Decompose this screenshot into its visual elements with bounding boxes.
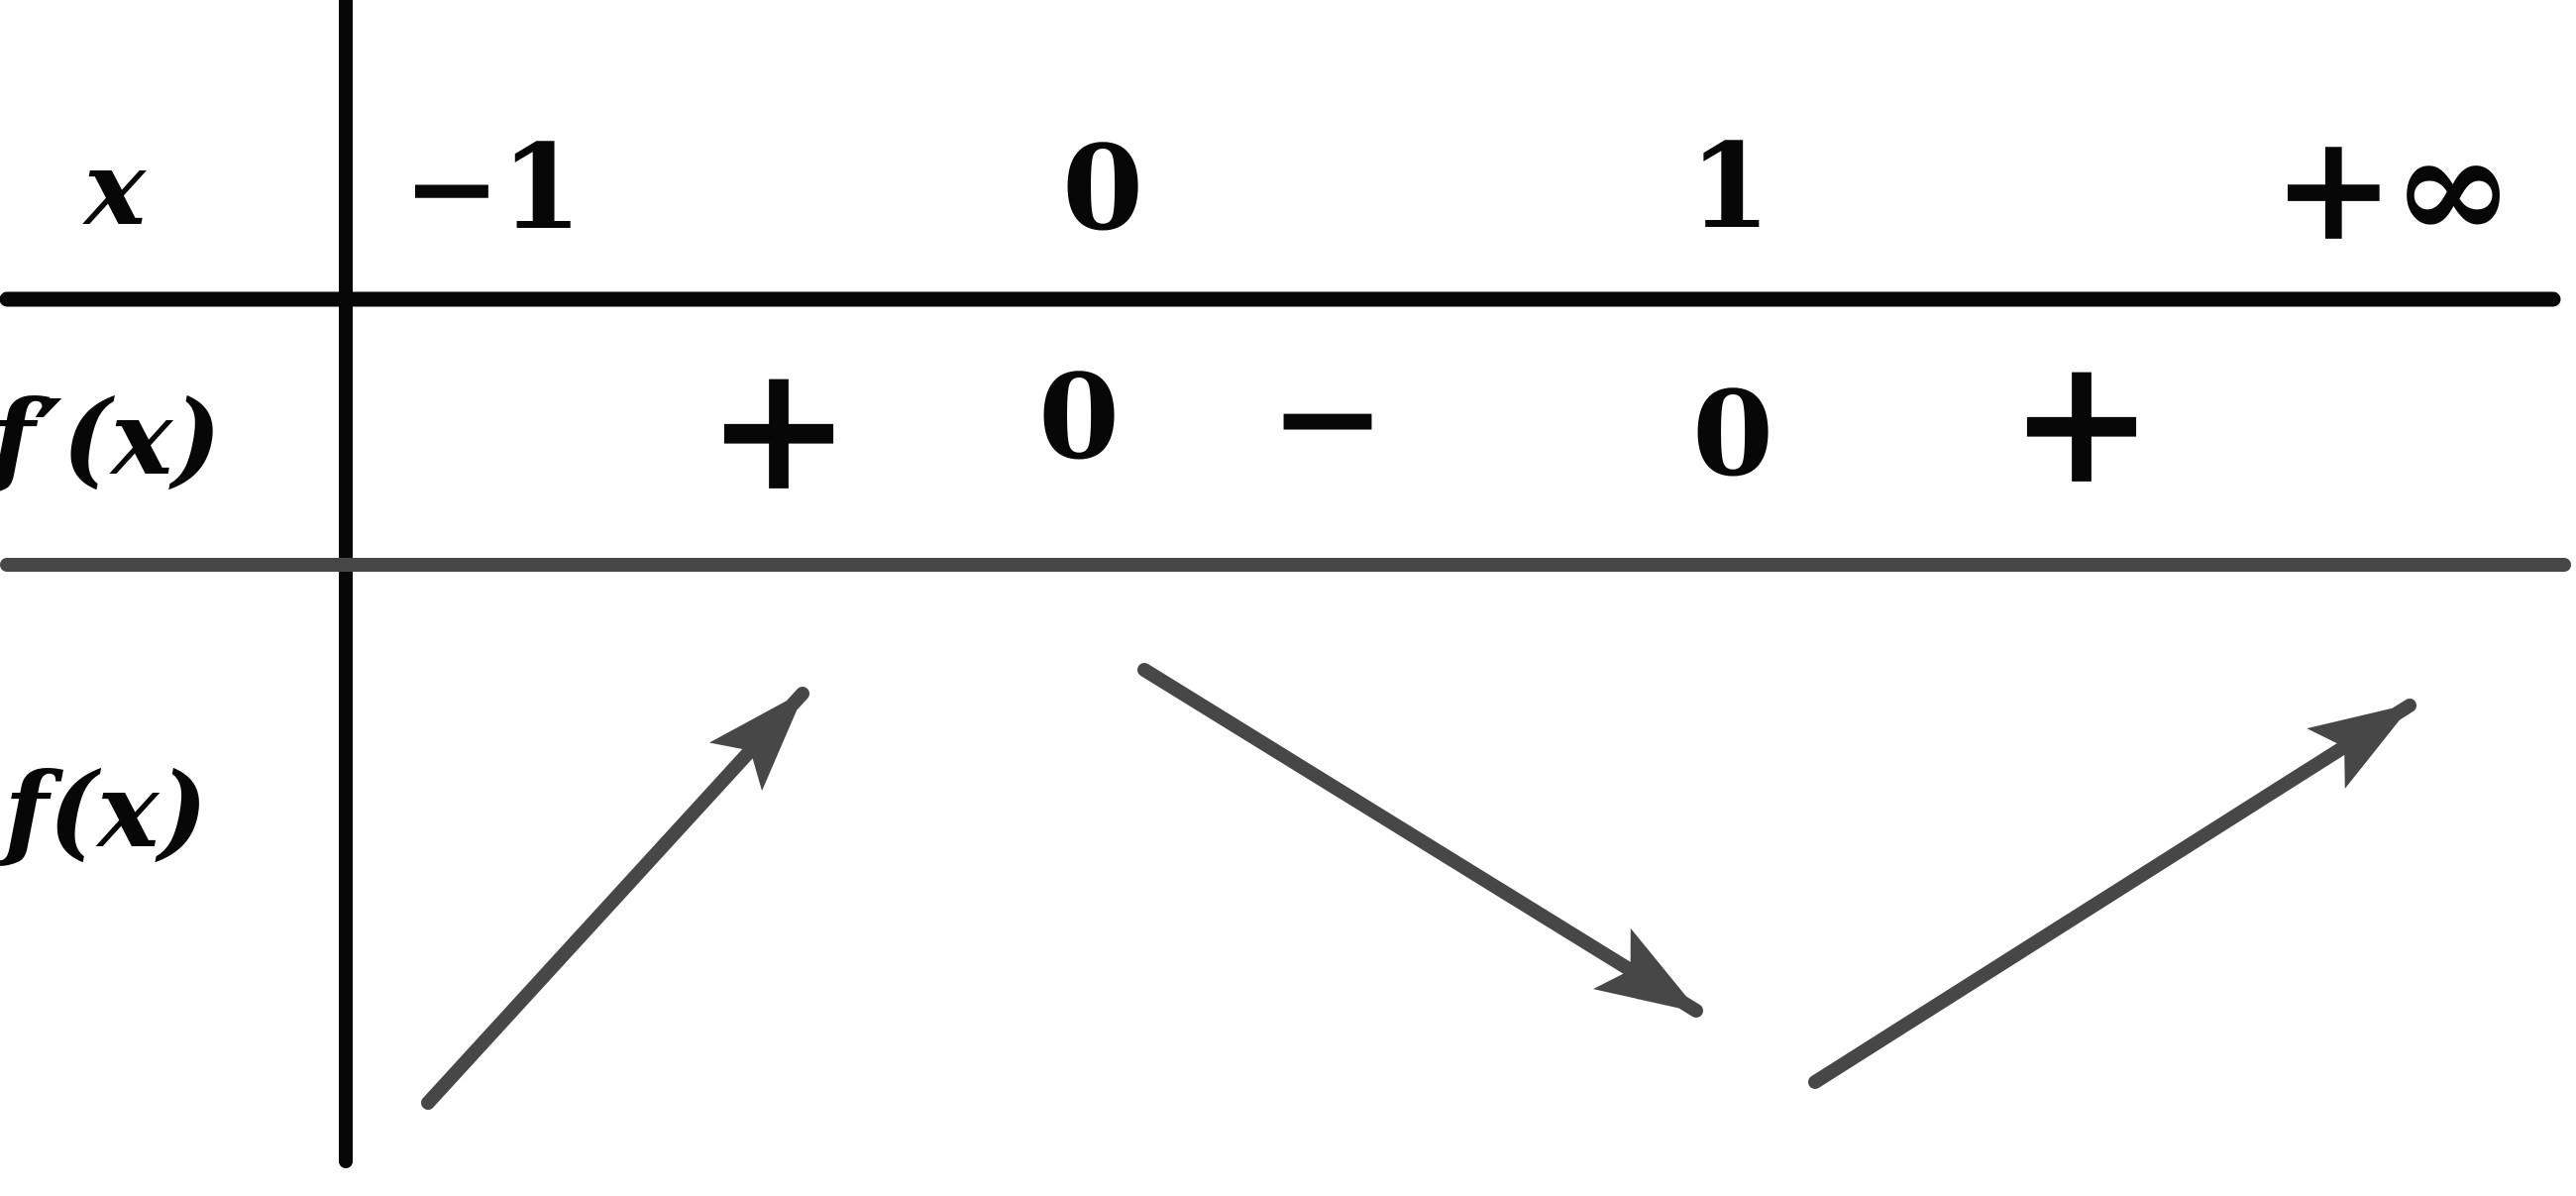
- x-value-minus-1: −1: [402, 118, 583, 256]
- variation-arrow-down-2: [1137, 663, 1703, 1018]
- x-value-0: 0: [1061, 119, 1144, 257]
- fprime-sign-plus-1: +: [705, 325, 852, 530]
- f-row-label: f(x): [4, 749, 208, 871]
- fprime-sign-minus: −: [1268, 335, 1387, 499]
- fprime-zero-2: 0: [1691, 365, 1774, 502]
- fprime-sign-plus-2: +: [2008, 318, 2155, 523]
- fprime-row-label: f′(x): [0, 377, 222, 498]
- x-value-plus-infinity: +∞: [2272, 101, 2514, 273]
- x-value-1: 1: [1688, 117, 1771, 255]
- variation-arrow-up-1: [421, 687, 809, 1110]
- x-row-label: x: [83, 127, 147, 249]
- fprime-zero-1: 0: [1037, 348, 1121, 486]
- variation-arrow-up-3: [1808, 699, 2416, 1089]
